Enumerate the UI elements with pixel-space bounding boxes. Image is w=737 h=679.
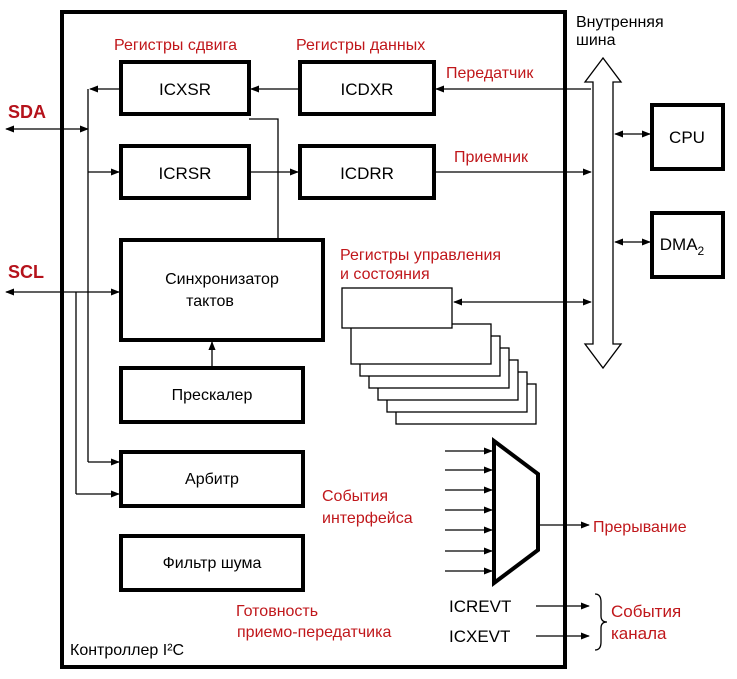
ready-label-line1: Готовность — [236, 603, 318, 620]
noise-filter-label: Фильтр шума — [163, 555, 262, 572]
internal-bus-label-line1: Внутренняя — [576, 14, 664, 31]
arbiter-block — [119, 450, 305, 508]
arbiter-label: Арбитр — [185, 471, 239, 488]
shift-registers-label: Регистры сдвига — [114, 37, 237, 54]
data-registers-label: Регистры данных — [296, 37, 425, 54]
channel-events-label-line2: канала — [611, 624, 667, 643]
dma-block — [650, 211, 725, 279]
control-status-label-line1: Регистры управления — [340, 247, 501, 264]
icxevt-label: ICXEVT — [449, 627, 510, 646]
icrevt-label: ICREVT — [449, 597, 511, 616]
prescaler-block — [119, 366, 305, 424]
icxsr-block — [119, 60, 251, 116]
internal-bus — [583, 56, 623, 370]
sync-to-shift-wire — [249, 118, 279, 240]
transmitter-label: Передатчик — [446, 65, 534, 82]
sda-pin-label: SDA — [8, 102, 46, 122]
interrupt-label: Прерывание — [593, 519, 687, 536]
interface-events-label-line2: интерфейса — [322, 510, 413, 527]
control-status-label-line2: и состояния — [340, 266, 430, 283]
icdxr-block — [298, 60, 436, 116]
interrupt-mux — [492, 437, 540, 587]
clock-sync-label-line2: тактов — [186, 293, 234, 310]
prescaler-label: Прескалер — [172, 387, 253, 404]
icrsr-label: ICRSR — [159, 164, 212, 183]
channel-events-label-line1: События — [611, 602, 681, 621]
cpu-label: CPU — [669, 128, 705, 147]
internal-bus-label-line2: шина — [576, 32, 616, 49]
controller-label: Контроллер I²C — [70, 642, 184, 659]
controller-frame — [60, 10, 567, 669]
interface-events-label-line1: События — [322, 488, 388, 505]
control-status-register-stack — [341, 287, 537, 425]
control-status-register-front — [341, 287, 453, 329]
icxsr-label: ICXSR — [159, 80, 211, 99]
noise-filter-block — [119, 534, 305, 592]
ready-label-line2: приемо-передатчика — [237, 624, 391, 641]
channel-events-brace — [594, 593, 608, 651]
interface-event-inputs — [445, 447, 493, 575]
cpu-block — [650, 103, 725, 171]
icdrr-label: ICDRR — [340, 164, 394, 183]
scl-pin-label: SCL — [8, 262, 44, 282]
clock-sync-block — [119, 238, 325, 342]
clock-sync-label-line1: Синхронизатор — [165, 271, 279, 288]
dma-label: DMA2 — [660, 235, 705, 258]
icdxr-label: ICDXR — [341, 80, 394, 99]
receiver-label: Приемник — [454, 149, 529, 166]
